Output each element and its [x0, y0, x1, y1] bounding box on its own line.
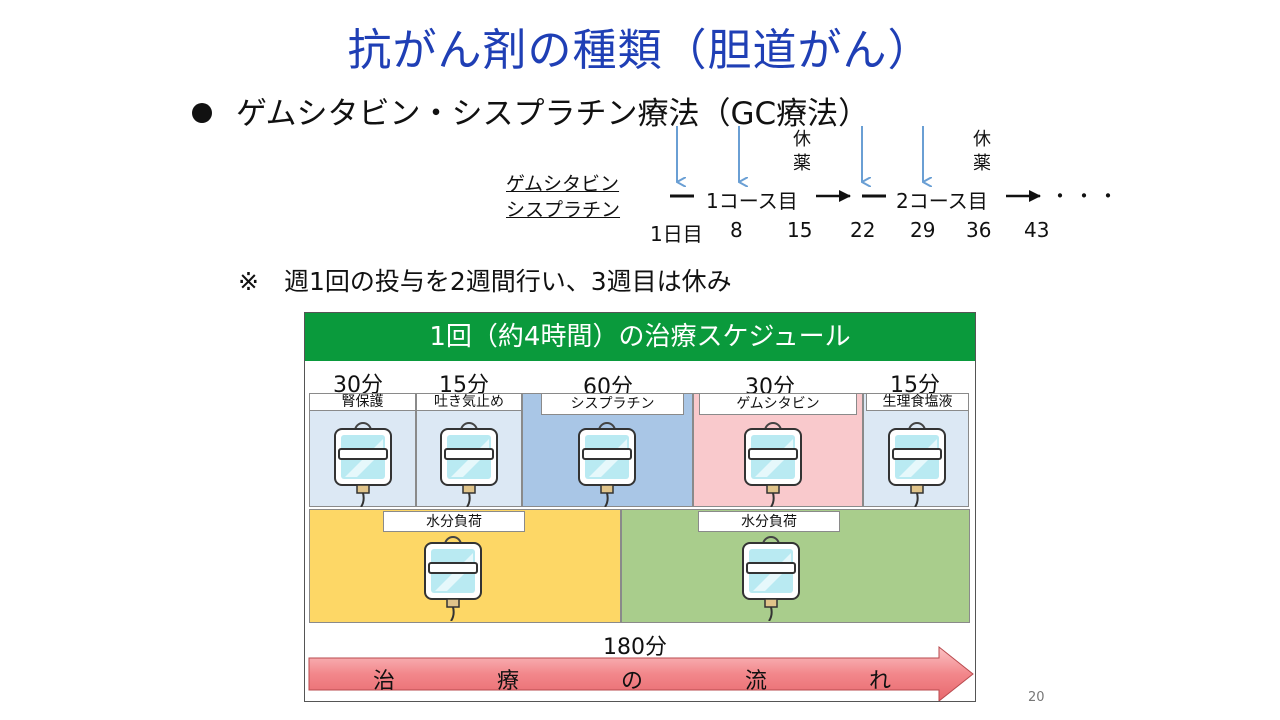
dosing-note: ※ 週1回の投与を2週間行い、3週目は休み: [238, 267, 732, 296]
total-duration: 180分: [603, 635, 667, 660]
day-label: 22: [850, 218, 876, 242]
day-label: 8: [730, 218, 743, 242]
iv-bag-icon: [888, 422, 946, 507]
step-label: ゲムシタビン: [699, 393, 857, 415]
day-label: 36: [966, 218, 992, 242]
iv-bag-icon: [742, 536, 800, 621]
iv-bag-icon: [334, 422, 392, 507]
flow-arrow: [308, 645, 974, 701]
flow-text: 治: [373, 669, 396, 694]
step-label: シスプラチン: [541, 393, 684, 415]
day-label: 43: [1024, 218, 1050, 242]
iv-bag-icon: [440, 422, 498, 507]
page-number: 20: [1028, 690, 1045, 705]
step-label: 生理食塩液: [866, 393, 969, 411]
flow-text: 流: [745, 669, 768, 694]
page-title: 抗がん剤の種類（胆道がん）: [347, 25, 933, 76]
course-1-label: 1コース目: [706, 189, 798, 213]
rest-label-1: 休薬: [793, 129, 811, 174]
hydration-label: 水分負荷: [383, 511, 525, 532]
day-label: 29: [910, 218, 936, 242]
flow-text: れ: [869, 669, 892, 694]
bullet-dot: [192, 103, 212, 123]
bullet-heading: ゲムシタビン・シスプラチン療法（GC療法）: [236, 96, 870, 132]
iv-bag-icon: [424, 536, 482, 621]
hydration-label: 水分負荷: [698, 511, 840, 532]
schedule-panel: 1回（約4時間）の治療スケジュール 30分 15分 60分 30分 15分 腎保…: [304, 312, 976, 702]
schedule-header: 1回（約4時間）の治療スケジュール: [305, 313, 975, 361]
course-2-label: 2コース目: [896, 189, 988, 213]
step-label: 腎保護: [309, 393, 416, 411]
flow-text: の: [621, 669, 644, 694]
day-label: 1日目: [650, 222, 703, 246]
iv-bag-icon: [578, 422, 636, 507]
iv-bag-icon: [744, 422, 802, 507]
step-label: 吐き気止め: [416, 393, 522, 411]
day-label: 15: [787, 218, 813, 242]
timeline-graphic: [670, 126, 1041, 202]
drug-name-gemcitabine: ゲムシタビン: [506, 173, 620, 195]
flow-text: 療: [497, 669, 520, 694]
rest-label-2: 休薬: [973, 129, 991, 174]
ellipsis: ・・・: [1050, 184, 1122, 208]
drug-name-cisplatin: シスプラチン: [506, 199, 621, 221]
